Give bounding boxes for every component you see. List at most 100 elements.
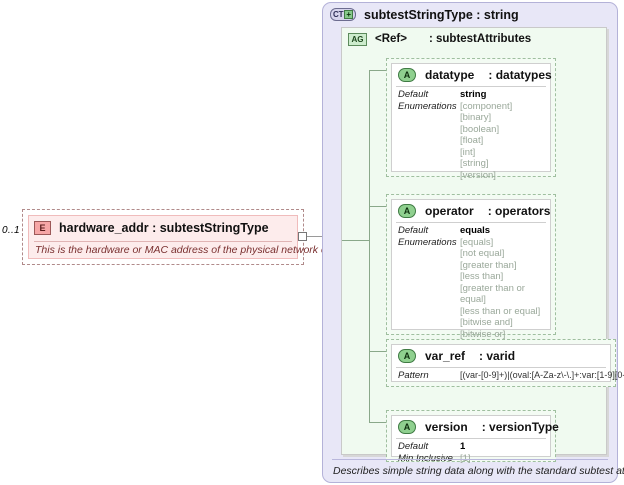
facet-value: [bitwise or]: [460, 328, 506, 340]
facet-value: [component]: [460, 100, 513, 112]
attribute-header-operator: A operator : operators: [392, 200, 550, 222]
facet-label: Pattern: [398, 370, 429, 381]
facet-row: [not equal]: [398, 248, 547, 260]
facet-row: [boolean]: [398, 124, 547, 136]
facet-row: [bitwise or]: [398, 329, 547, 341]
attribute-group-ref-label: <Ref>: [375, 33, 407, 45]
facet-row: Pattern [(var-[0-9]+)|(oval:[A-Za-z\-\.]…: [398, 370, 624, 382]
attribute-inner-version: A version : versionType Default 1 Min In…: [391, 415, 559, 464]
facet-label: Default: [398, 225, 429, 236]
facet-label: [398, 260, 460, 272]
facet-value: [greater than or equal]: [460, 282, 525, 306]
facet-label: [398, 306, 460, 318]
attribute-header-var-ref: A var_ref : varid: [392, 345, 610, 367]
tree-branch-version: [369, 422, 386, 423]
attribute-type: : operators: [487, 204, 551, 218]
facet-row: [bitwise and]: [398, 317, 547, 329]
facet-label: [398, 271, 460, 283]
complex-type-title: subtestStringType : string: [364, 7, 519, 22]
complex-type-header: CT + subtestStringType : string: [323, 3, 617, 26]
facet-value: [float]: [460, 135, 484, 146]
element-box[interactable]: E hardware_addr : subtestStringType This…: [22, 209, 344, 265]
tree-branch-datatype: [369, 70, 386, 71]
facet-value: [less than or equal]: [460, 305, 541, 317]
connector-line-left: [304, 236, 313, 237]
complex-type-icon[interactable]: CT +: [330, 8, 356, 21]
facet-row: [greater than]: [398, 260, 547, 272]
attribute-type: : varid: [479, 349, 516, 363]
attribute-divider: [396, 367, 606, 368]
facet-value: [1]: [460, 452, 471, 464]
facet-row: Enumerations [equals]: [398, 237, 547, 249]
facet-label: [398, 283, 460, 306]
attribute-box-datatype[interactable]: A datatype : datatypes Default string En…: [386, 58, 556, 181]
facet-label: [398, 248, 460, 260]
attribute-box-var-ref[interactable]: A var_ref : varid Pattern [(var-[0-9]+)|…: [386, 339, 624, 387]
attribute-header-datatype: A datatype : datatypes: [392, 64, 552, 86]
facet-label: Min Inclusive: [398, 452, 453, 464]
tree-branch-operator: [369, 206, 386, 207]
facet-value: [not equal]: [460, 248, 505, 259]
facet-label: [398, 158, 460, 170]
facet-label: [398, 112, 460, 124]
facet-row: [binary]: [398, 112, 547, 124]
facet-list-var-ref: Pattern [(var-[0-9]+)|(oval:[A-Za-z\-\.]…: [398, 370, 624, 382]
attribute-group-icon: AG: [348, 32, 367, 46]
facet-row: [version]: [398, 170, 547, 182]
facet-list-version: Default 1 Min Inclusive [1]: [398, 441, 547, 464]
attribute-group-box[interactable]: AG <Ref> : subtestAttributes A datatype …: [341, 27, 624, 464]
complex-type-box[interactable]: CT + subtestStringType : string AG <Ref>…: [322, 2, 624, 483]
facet-label: [398, 317, 460, 329]
attribute-name: version: [425, 420, 468, 434]
attribute-group-type-label: : subtestAttributes: [428, 33, 532, 45]
facet-row: Default 1: [398, 441, 547, 453]
facet-row: [less than]: [398, 271, 547, 283]
facet-value: string: [460, 89, 487, 100]
attribute-divider: [396, 438, 546, 439]
facet-label: [398, 170, 460, 182]
element-divider: [34, 241, 292, 242]
attribute-icon: A: [398, 68, 416, 82]
attribute-inner-var-ref: A var_ref : varid Pattern [(var-[0-9]+)|…: [391, 344, 624, 382]
footer-divider: [332, 459, 608, 460]
tree-spine: [369, 70, 370, 422]
facet-value: [equals]: [460, 236, 494, 248]
attribute-header-version: A version : versionType: [392, 416, 559, 438]
tree-inbound-line: [342, 240, 369, 241]
expand-collapse-box[interactable]: [298, 232, 307, 241]
facet-row: Enumerations [component]: [398, 101, 547, 113]
attribute-name: operator: [425, 204, 474, 218]
facet-value: [binary]: [460, 112, 492, 123]
element-type-icon: E: [34, 221, 51, 235]
attribute-icon: A: [398, 349, 416, 363]
attribute-inner-operator: A operator : operators Default equals En…: [391, 199, 551, 351]
facet-label: [398, 135, 460, 147]
attribute-icon: A: [398, 420, 416, 434]
element-header: E hardware_addr : subtestStringType: [29, 216, 297, 240]
facet-row: [greater than or equal]: [398, 283, 547, 306]
facet-value: [version]: [460, 169, 496, 181]
facet-row: [float]: [398, 135, 547, 147]
attribute-icon: A: [398, 204, 416, 218]
tree-branch-var-ref: [369, 351, 386, 352]
facet-value: [boolean]: [460, 123, 500, 135]
facet-label: Default: [398, 89, 429, 100]
attribute-box-operator[interactable]: A operator : operators Default equals En…: [386, 194, 556, 351]
facet-value: [(var-[0-9]+)|(oval:[A-Za-z\-\.]+:var:[1…: [460, 370, 624, 380]
facet-value: [greater than]: [460, 259, 517, 271]
facet-value: equals: [460, 225, 491, 236]
facet-row: [less than or equal]: [398, 306, 547, 318]
expand-plus-icon[interactable]: +: [344, 10, 354, 19]
attribute-divider: [396, 86, 546, 87]
facet-label: Enumerations: [398, 100, 457, 112]
facet-list-operator: Default equals Enumerations [equals] [no…: [398, 225, 547, 352]
facet-label: Enumerations: [398, 236, 457, 248]
facet-label: [398, 124, 460, 136]
facet-value: [string]: [460, 158, 489, 169]
facet-value: [less than]: [460, 271, 504, 282]
attribute-type: : versionType: [481, 420, 559, 434]
facet-row: [int]: [398, 147, 547, 159]
attribute-box-version[interactable]: A version : versionType Default 1 Min In…: [386, 410, 559, 464]
facet-row: Min Inclusive [1]: [398, 453, 547, 465]
facet-value: [int]: [460, 146, 476, 158]
